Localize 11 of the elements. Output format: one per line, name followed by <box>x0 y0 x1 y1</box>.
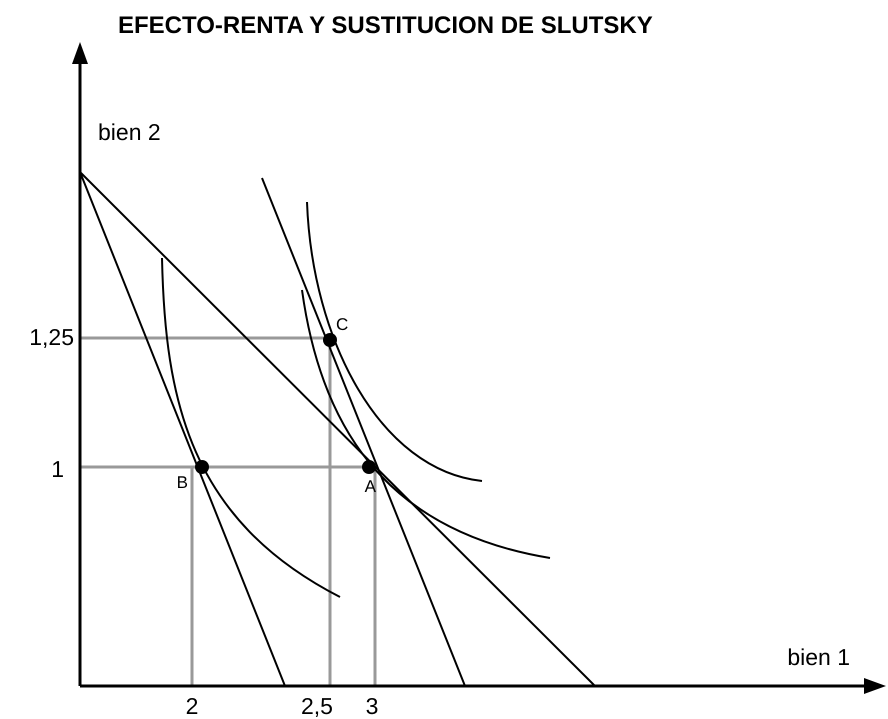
point-label: A <box>364 477 376 496</box>
tick-label: 2 <box>186 693 198 719</box>
chart-title: EFECTO-RENTA Y SUSTITUCION DE SLUTSKY <box>118 12 653 40</box>
point-label: C <box>336 315 348 334</box>
tick-label: 1 <box>51 456 64 482</box>
tick-label: 2,5 <box>301 693 333 719</box>
axis-label: bien 1 <box>787 644 850 670</box>
tick-label: 3 <box>366 693 378 719</box>
tick-label: 1,25 <box>29 324 74 350</box>
axis-label: bien 2 <box>98 119 161 145</box>
point-label: B <box>176 473 188 492</box>
